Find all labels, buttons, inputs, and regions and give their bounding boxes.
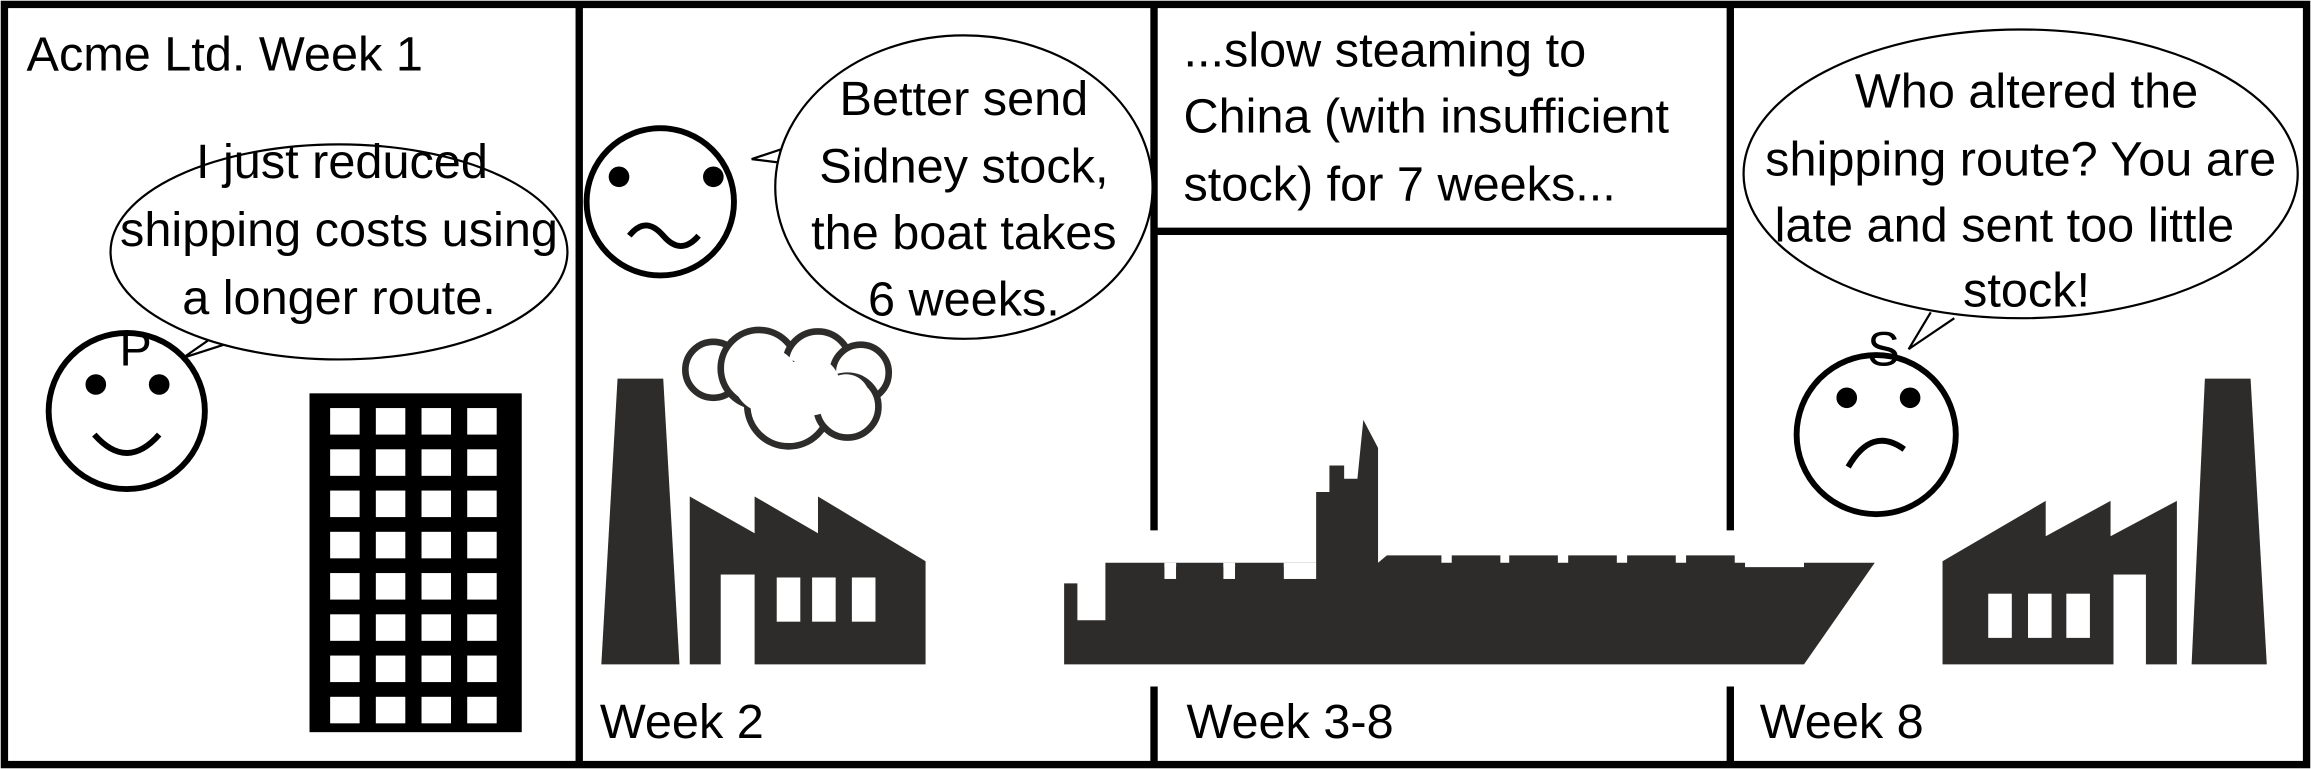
narration-line-2: China (with insufficient xyxy=(1184,90,1670,144)
building-window xyxy=(375,696,406,724)
panel-2-caption: Week 2 xyxy=(600,695,764,749)
building-window xyxy=(421,490,451,518)
building-window xyxy=(375,490,406,518)
worried-face-icon xyxy=(583,125,737,279)
building-window xyxy=(330,531,360,559)
building-window xyxy=(375,655,406,683)
office-building-icon xyxy=(309,393,522,733)
svg-text:Better send: Better send xyxy=(840,72,1089,126)
svg-text:late and sent too little: late and sent too little xyxy=(1775,199,2235,253)
narration-line-3: stock) for 7 weeks... xyxy=(1184,157,1616,211)
building-window xyxy=(467,573,497,600)
factory-icon xyxy=(1942,378,2267,666)
building-window xyxy=(467,408,497,435)
building-window xyxy=(330,449,360,476)
building-window xyxy=(330,696,360,724)
svg-text:I just reduced: I just reduced xyxy=(196,135,488,189)
building-window xyxy=(467,655,497,683)
building-window xyxy=(330,614,360,641)
panel-3-caption: Week 3-8 xyxy=(1186,695,1393,749)
building-window xyxy=(421,573,451,600)
building-window xyxy=(330,490,360,518)
building-window xyxy=(375,531,406,559)
svg-text:shipping route? You are: shipping route? You are xyxy=(1765,132,2276,186)
sad-face-icon: S xyxy=(1793,322,1959,518)
speech-bubble-4: Who altered the shipping route? You are … xyxy=(1742,28,2299,351)
building-window xyxy=(330,408,360,435)
svg-text:stock!: stock! xyxy=(1963,263,2090,317)
building-window xyxy=(375,614,406,641)
factory-icon xyxy=(601,378,926,666)
building-window xyxy=(421,408,451,435)
building-window xyxy=(467,614,497,641)
building-window xyxy=(421,655,451,683)
building-window xyxy=(375,573,406,600)
speech-bubble-1: I just reduced shipping costs using a lo… xyxy=(109,135,569,361)
narration-line-1: ...slow steaming to xyxy=(1184,23,1587,77)
building-window xyxy=(421,449,451,476)
building-window xyxy=(467,449,497,476)
building-window xyxy=(467,696,497,724)
speech-bubble-2: Better send Sidney stock, the boat takes… xyxy=(751,34,1154,340)
svg-text:a longer route.: a longer route. xyxy=(182,271,496,325)
building-window xyxy=(375,449,406,476)
character-label-p: P xyxy=(119,322,151,376)
panel-4-caption: Week 8 xyxy=(1760,695,1924,749)
panel-3: ...slow steaming to China (with insuffic… xyxy=(1064,23,1875,749)
building-window xyxy=(467,490,497,518)
building-window xyxy=(421,696,451,724)
smoke-cloud-icon xyxy=(682,326,893,450)
panel-4: Who altered the shipping route? You are … xyxy=(1742,28,2299,749)
building-window xyxy=(330,655,360,683)
svg-text:shipping costs using: shipping costs using xyxy=(120,203,558,257)
building-window xyxy=(375,408,406,435)
building-window xyxy=(421,614,451,641)
container-ship-icon xyxy=(1064,419,1875,665)
building-window xyxy=(421,531,451,559)
svg-text:6 weeks.: 6 weeks. xyxy=(868,272,1060,326)
happy-face-icon: P xyxy=(45,322,208,493)
panel-1-caption: Acme Ltd. Week 1 xyxy=(27,28,423,82)
svg-text:Who altered the: Who altered the xyxy=(1855,65,2198,119)
building-window xyxy=(467,531,497,559)
panel-1: Acme Ltd. Week 1 I just reduced shipping… xyxy=(27,28,569,733)
character-label-s: S xyxy=(1867,322,1899,376)
svg-text:Sidney stock,: Sidney stock, xyxy=(819,140,1108,194)
svg-text:the boat takes: the boat takes xyxy=(811,206,1116,260)
panel-2: Better send Sidney stock, the boat takes… xyxy=(583,34,1154,749)
building-window xyxy=(330,573,360,600)
